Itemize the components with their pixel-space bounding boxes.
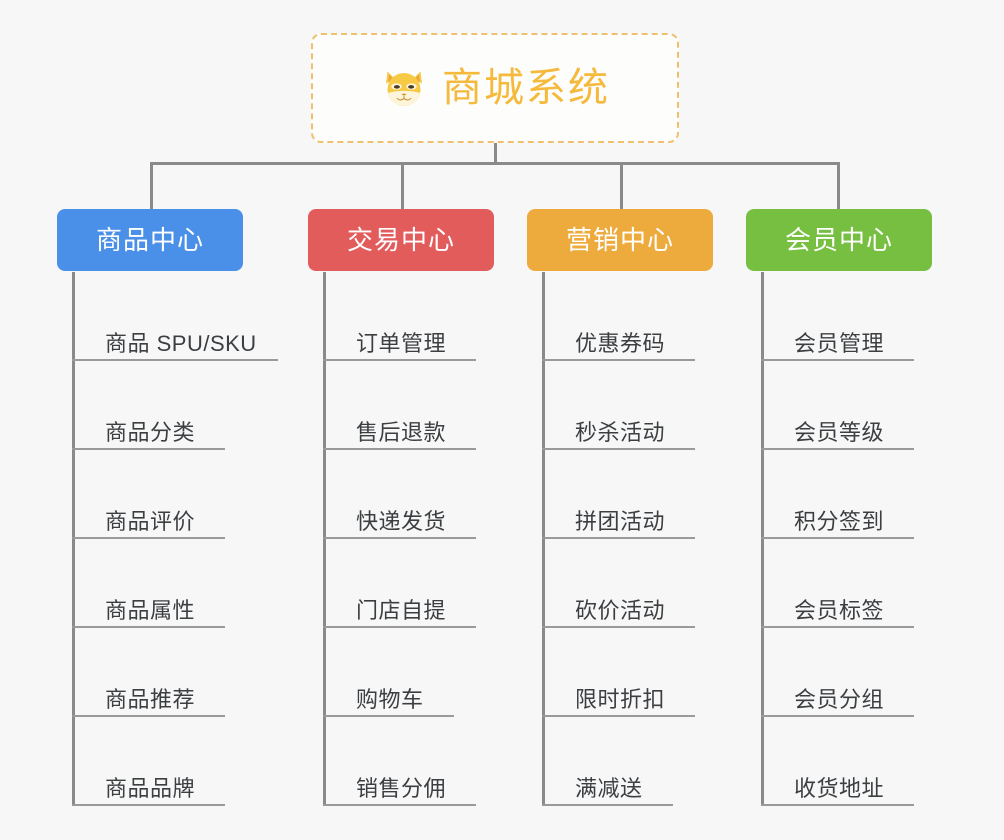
child-item[interactable]: 门店自提 (323, 539, 476, 628)
column-spine (323, 272, 326, 806)
child-item[interactable]: 砍价活动 (542, 539, 695, 628)
category-box-label: 营销中心 (565, 225, 674, 255)
connector-horizontal-bus (150, 162, 840, 165)
child-item-label: 限时折扣 (575, 686, 666, 712)
child-item-label: 会员标签 (794, 597, 885, 623)
child-item[interactable]: 收货地址 (761, 717, 914, 806)
child-item-label: 积分签到 (794, 508, 885, 534)
connector-drop-1 (150, 162, 153, 210)
child-item[interactable]: 会员标签 (761, 539, 914, 628)
connector-root-stem (494, 143, 497, 165)
child-item[interactable]: 售后退款 (323, 361, 476, 450)
child-item[interactable]: 满减送 (542, 717, 673, 806)
child-item[interactable]: 销售分佣 (323, 717, 476, 806)
child-item[interactable]: 快递发货 (323, 450, 476, 539)
child-item-label: 收货地址 (794, 775, 885, 801)
category-box-label: 会员中心 (784, 225, 893, 255)
child-item[interactable]: 秒杀活动 (542, 361, 695, 450)
connector-drop-2 (401, 162, 404, 210)
child-item[interactable]: 商品 SPU/SKU (72, 272, 278, 361)
child-item-label: 会员管理 (794, 330, 885, 356)
child-item-label: 商品品牌 (105, 775, 196, 801)
child-item[interactable]: 购物车 (323, 628, 454, 717)
child-item[interactable]: 会员管理 (761, 272, 914, 361)
column-spine (761, 272, 764, 806)
child-column-2: 订单管理售后退款快递发货门店自提购物车销售分佣 (323, 272, 543, 806)
category-box-label: 商品中心 (95, 225, 204, 255)
child-item[interactable]: 商品品牌 (72, 717, 225, 806)
child-item[interactable]: 会员等级 (761, 361, 914, 450)
shiba-dog-icon (386, 71, 422, 106)
category-box-2[interactable]: 交易中心 (308, 209, 494, 271)
child-item[interactable]: 商品评价 (72, 450, 225, 539)
child-item[interactable]: 积分签到 (761, 450, 914, 539)
child-item[interactable]: 会员分组 (761, 628, 914, 717)
child-item-label: 会员等级 (794, 419, 885, 445)
child-item-label: 购物车 (356, 686, 424, 712)
child-item-label: 砍价活动 (575, 597, 666, 623)
child-item-label: 拼团活动 (575, 508, 666, 534)
child-item-label: 优惠券码 (575, 330, 666, 356)
category-box-label: 交易中心 (346, 225, 455, 255)
child-item-label: 会员分组 (794, 686, 885, 712)
connector-drop-3 (620, 162, 623, 210)
child-item[interactable]: 限时折扣 (542, 628, 695, 717)
category-box-1[interactable]: 商品中心 (57, 209, 243, 271)
child-item-label: 满减送 (575, 775, 643, 801)
child-item-label: 销售分佣 (356, 775, 447, 801)
child-column-3: 优惠券码秒杀活动拼团活动砍价活动限时折扣满减送 (542, 272, 762, 806)
child-item[interactable]: 商品推荐 (72, 628, 225, 717)
category-box-3[interactable]: 营销中心 (527, 209, 713, 271)
child-column-1: 商品 SPU/SKU 商品分类商品评价商品属性商品推荐商品品牌 (72, 272, 292, 806)
child-item-label: 商品分类 (105, 419, 196, 445)
child-item-label: 商品属性 (105, 597, 196, 623)
root-node-title: 商城系统 (442, 66, 610, 110)
child-item-label: 秒杀活动 (575, 419, 666, 445)
child-item-label: 订单管理 (356, 330, 447, 356)
category-box-4[interactable]: 会员中心 (746, 209, 932, 271)
child-item-label: 商品 SPU/SKU (105, 330, 257, 356)
root-node-mall-system[interactable]: 商城系统 (311, 33, 679, 143)
child-item[interactable]: 订单管理 (323, 272, 476, 361)
child-column-4: 会员管理会员等级积分签到会员标签会员分组收货地址 (761, 272, 981, 806)
child-item[interactable]: 优惠券码 (542, 272, 695, 361)
column-spine (72, 272, 75, 806)
child-item[interactable]: 拼团活动 (542, 450, 695, 539)
child-item[interactable]: 商品分类 (72, 361, 225, 450)
connector-drop-4 (837, 162, 840, 210)
child-item-label: 售后退款 (356, 419, 447, 445)
child-item-label: 商品评价 (105, 508, 196, 534)
child-item-label: 快递发货 (356, 508, 447, 534)
column-spine (542, 272, 545, 806)
child-item-label: 门店自提 (356, 597, 447, 623)
child-item-label: 商品推荐 (105, 686, 196, 712)
child-item[interactable]: 商品属性 (72, 539, 225, 628)
